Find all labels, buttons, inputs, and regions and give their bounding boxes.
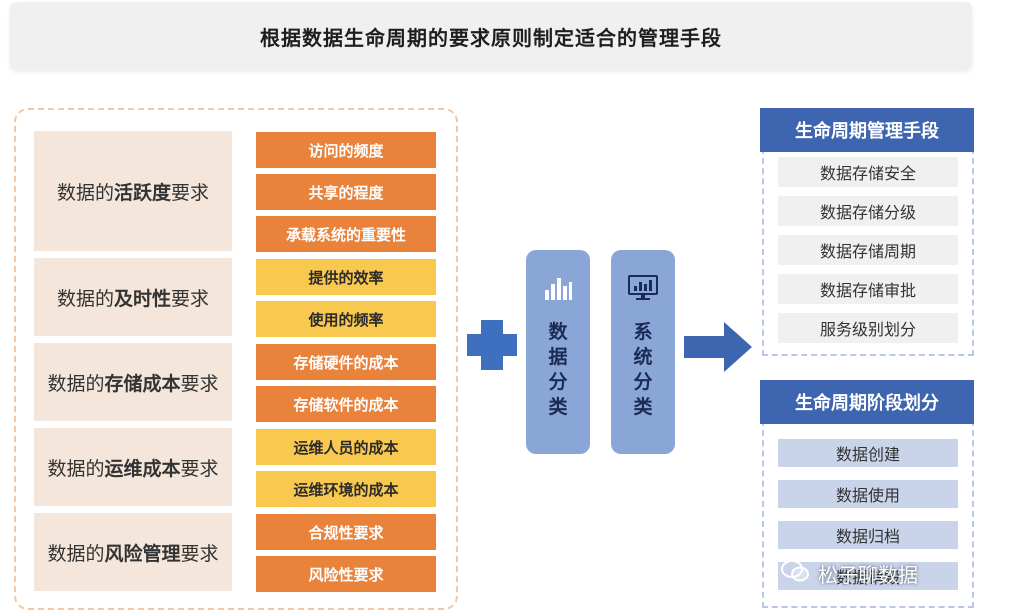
watermark: 松子聊数据 <box>780 556 918 590</box>
monitor-chart-icon <box>627 268 659 308</box>
requirement-suffix: 要求 <box>171 287 210 310</box>
requirement-prefix: 数据的 <box>47 457 105 480</box>
stage-item-create: 数据创建 <box>778 439 958 467</box>
requirement-prefix: 数据的 <box>56 287 114 310</box>
factor-compliance: 合规性要求 <box>256 514 436 550</box>
requirement-suffix: 要求 <box>171 181 210 204</box>
requirement-risk: 数据的风险管理要求 <box>34 513 232 591</box>
management-item-period: 数据存储周期 <box>778 235 958 265</box>
requirement-prefix: 数据的 <box>47 542 105 565</box>
requirement-emphasis: 运维成本 <box>104 457 181 480</box>
factor-access-frequency: 访问的频度 <box>256 132 436 168</box>
factor-efficiency: 提供的效率 <box>256 259 436 295</box>
system-classification-label: 系统分类 <box>633 321 653 418</box>
requirement-emphasis: 活跃度 <box>113 181 171 204</box>
requirement-suffix: 要求 <box>180 457 219 480</box>
requirement-emphasis: 及时性 <box>113 287 171 310</box>
management-item-service-level: 服务级别划分 <box>778 313 958 343</box>
factor-risk: 风险性要求 <box>256 556 436 592</box>
requirement-prefix: 数据的 <box>47 372 105 395</box>
page-title: 根据数据生命周期的要求原则制定适合的管理手段 <box>260 25 722 50</box>
requirement-emphasis: 存储成本 <box>104 372 181 395</box>
requirement-timeliness: 数据的及时性要求 <box>34 258 232 336</box>
bar-chart-icon <box>543 268 573 308</box>
right-arrow-icon <box>684 322 752 372</box>
requirement-prefix: 数据的 <box>56 181 114 204</box>
watermark-text: 松子聊数据 <box>818 562 918 587</box>
factor-system-importance: 承载系统的重要性 <box>256 216 436 252</box>
requirement-activity: 数据的活跃度要求 <box>34 131 232 251</box>
factor-usage-frequency: 使用的频率 <box>256 301 436 337</box>
factor-environment-cost: 运维环境的成本 <box>256 471 436 507</box>
data-classification-label: 数据分类 <box>548 321 568 418</box>
stage-item-use: 数据使用 <box>778 480 958 508</box>
factor-staff-cost: 运维人员的成本 <box>256 429 436 465</box>
title-banner: 根据数据生命周期的要求原则制定适合的管理手段 <box>10 2 972 70</box>
data-classification-box: 数据分类 <box>526 250 590 454</box>
stages-header: 生命周期阶段划分 <box>760 380 974 424</box>
requirement-suffix: 要求 <box>180 372 219 395</box>
management-item-approval: 数据存储审批 <box>778 274 958 304</box>
system-classification-box: 系统分类 <box>611 250 675 454</box>
management-item-security: 数据存储安全 <box>778 157 958 187</box>
requirement-suffix: 要求 <box>180 542 219 565</box>
stage-item-archive: 数据归档 <box>778 521 958 549</box>
requirement-emphasis: 风险管理 <box>104 542 181 565</box>
management-item-tiering: 数据存储分级 <box>778 196 958 226</box>
requirements-panel <box>14 108 458 610</box>
factor-software-cost: 存储软件的成本 <box>256 386 436 422</box>
plus-icon-vertical <box>481 320 503 370</box>
management-header: 生命周期管理手段 <box>760 108 974 152</box>
requirement-storage-cost: 数据的存储成本要求 <box>34 343 232 421</box>
wechat-icon <box>780 558 810 589</box>
requirement-ops-cost: 数据的运维成本要求 <box>34 428 232 506</box>
factor-sharing-degree: 共享的程度 <box>256 174 436 210</box>
factor-hardware-cost: 存储硬件的成本 <box>256 344 436 380</box>
